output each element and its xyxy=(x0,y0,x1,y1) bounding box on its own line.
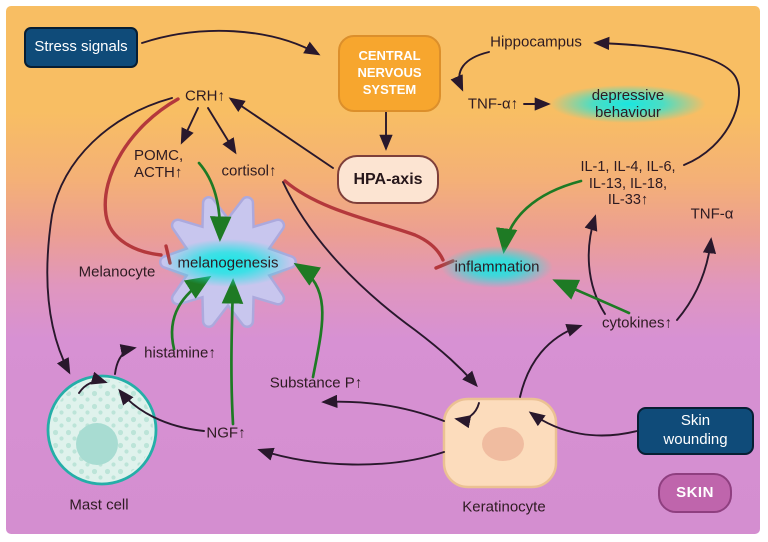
arrow-keratinocyte-to-cytokines xyxy=(519,324,583,398)
green-arrow-pomc-to-melanogenesis xyxy=(197,161,232,243)
arrow-crh-to-pomc xyxy=(180,107,199,145)
ngf-label: NGF↑ xyxy=(206,424,246,442)
stress-signals-label: Stress signals xyxy=(34,38,128,56)
cytokines-label: cytokines↑ xyxy=(601,314,673,332)
crh-label: CRH↑ xyxy=(185,87,225,105)
arrow-mast-cell-release xyxy=(78,371,108,394)
green-arrow-il-to-inflammation xyxy=(495,179,583,255)
skin-wounding-label: Skin wounding xyxy=(663,412,728,448)
central-nervous-system-box: CENTRAL NERVOUS SYSTEM xyxy=(338,35,441,112)
skin-wounding-box: Skin wounding xyxy=(637,407,754,455)
arrow-cytokines-to-il xyxy=(584,214,606,315)
pomc-acth-label: POMC, ACTH↑ xyxy=(134,147,184,182)
cortisol-label: cortisol↑ xyxy=(221,162,277,180)
arrow-hippocampus-to-tnf xyxy=(450,51,490,92)
arrow-hpa-to-crh xyxy=(228,97,334,169)
histamine-label: histamine↑ xyxy=(144,344,216,362)
arrow-ngf-to-mast-cell xyxy=(118,388,205,432)
interleukin-list-label: IL-1, IL-4, IL-6, IL-13, IL-18, IL-33↑ xyxy=(580,158,676,209)
tnf-alpha-up-label: TNF-α↑ xyxy=(467,95,519,113)
keratinocyte-cell xyxy=(442,397,558,489)
depressive-behaviour-label: depressive behaviour xyxy=(591,86,665,121)
arrow-crh-to-cortisol xyxy=(207,107,237,155)
mast-cell xyxy=(46,374,158,486)
keratinocyte-label: Keratinocyte xyxy=(462,498,546,516)
arrow-cytokines-to-tnf xyxy=(676,237,717,321)
arrow-mast-cell-to-histamine xyxy=(114,344,137,375)
arrow-keratinocyte-to-substance-p xyxy=(321,394,445,422)
stress-signals-box: Stress signals xyxy=(24,27,138,68)
green-arrow-ngf-to-melanogenesis xyxy=(221,277,244,426)
skin-badge: SKIN xyxy=(658,473,732,513)
green-arrow-substance-p-to-melanogenesis xyxy=(293,262,324,379)
arrow-cortisol-to-keratinocyte xyxy=(282,181,478,388)
substance-p-label: Substance P↑ xyxy=(269,374,363,392)
skin-badge-label: SKIN xyxy=(676,483,714,501)
inhibit-crh-to-melanogenesis xyxy=(103,97,180,257)
mast-cell-label: Mast cell xyxy=(69,496,129,514)
cns-label: CENTRAL NERVOUS SYSTEM xyxy=(357,48,422,97)
arrow-stress-to-cns xyxy=(141,29,321,56)
arrow-keratinocyte-release xyxy=(454,402,480,429)
arrow-crh-to-mast-cell xyxy=(46,97,173,375)
hpa-axis-label: HPA-axis xyxy=(353,170,423,188)
melanocyte-label: Melanocyte xyxy=(78,263,156,281)
arrow-keratinocyte-to-ngf xyxy=(257,447,445,466)
tnf-alpha-label: TNF-α xyxy=(690,205,734,223)
hippocampus-label: Hippocampus xyxy=(490,33,582,51)
green-arrow-histamine-to-melanogenesis xyxy=(170,275,212,351)
inhibit-cortisol-to-inflammation xyxy=(283,179,445,262)
melanogenesis-label: melanogenesis xyxy=(177,254,279,272)
depressive-behaviour-glow xyxy=(550,85,706,123)
hpa-axis-box: HPA-axis xyxy=(337,155,439,204)
arrow-skin-wounding-to-keratinocyte xyxy=(528,411,638,437)
inflammation-label: inflammation xyxy=(454,258,540,276)
arrow-il-to-hippocampus xyxy=(593,36,740,166)
green-arrow-cytokines-to-inflammation xyxy=(552,279,631,315)
